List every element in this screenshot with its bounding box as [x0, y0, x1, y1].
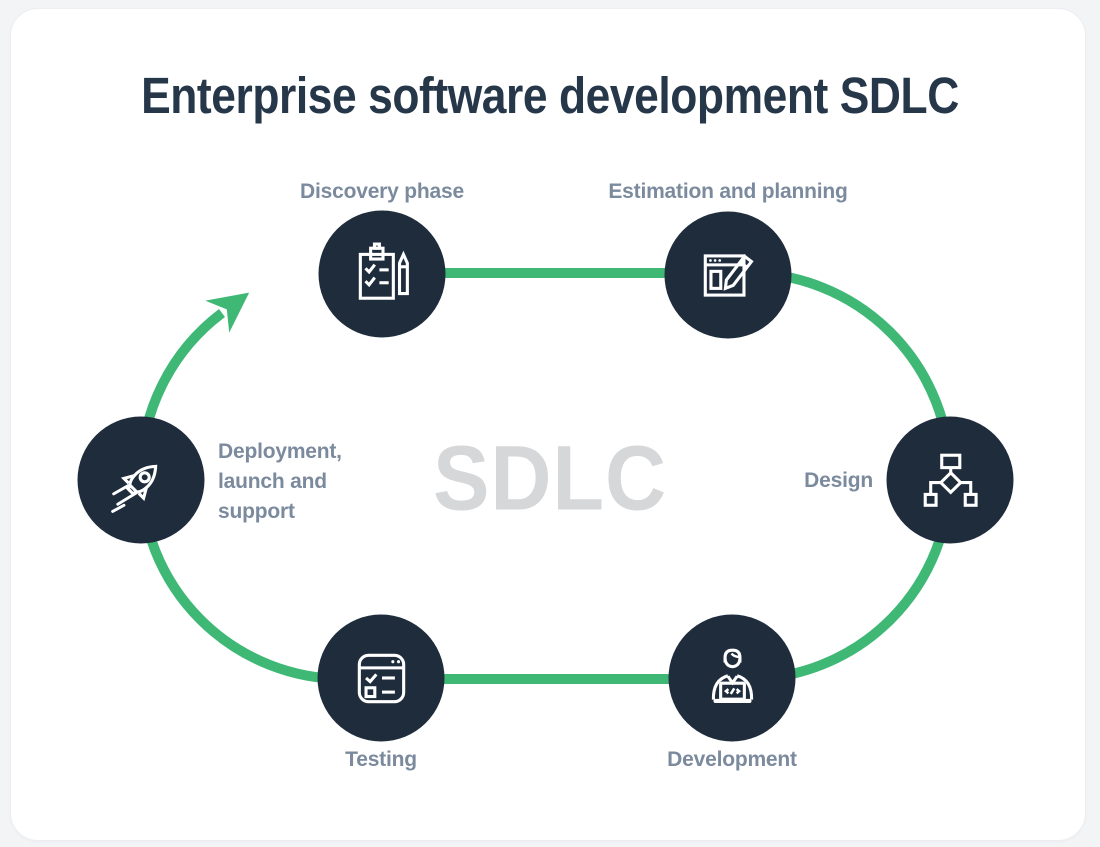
flowchart-icon: [923, 453, 978, 507]
phase-node-deployment: [77, 416, 205, 544]
window-pencil-icon: [703, 253, 754, 297]
phase-label-deployment: Deployment, launch and support: [218, 440, 342, 523]
infographic-card: [10, 8, 1086, 841]
rocket-icon: [110, 464, 157, 513]
page-title: Enterprise software development SDLC: [141, 67, 959, 124]
phase-label-development: Development: [667, 748, 797, 771]
phase-node-discovery: [318, 210, 446, 338]
center-watermark-text: SDLC: [432, 427, 668, 530]
phase-node-estimation: [664, 211, 792, 339]
phase-label-discovery: Discovery phase: [300, 180, 464, 203]
checklist-window-icon: [357, 653, 405, 703]
phase-label-design: Design: [804, 469, 873, 492]
phase-node-design: [886, 416, 1014, 544]
phase-label-testing: Testing: [345, 748, 417, 771]
phase-label-estimation: Estimation and planning: [608, 180, 848, 203]
phase-node-testing: [317, 614, 445, 742]
phase-node-development: [668, 614, 796, 742]
developer-laptop-code-icon: [711, 648, 753, 703]
clipboard-checklist-pencil-icon: [358, 242, 409, 300]
